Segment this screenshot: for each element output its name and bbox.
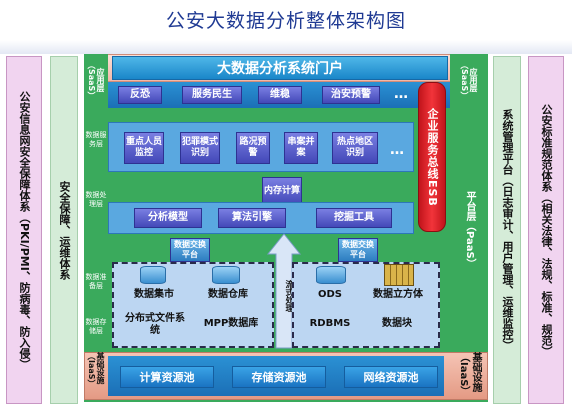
security-system-label: 公安信息网安全保障体系（PKI/PMI、防病毒、防入侵） [18,90,31,370]
storage-mpp: MPP数据库 [203,318,259,329]
service-road-alert[interactable]: 路况预警 [236,132,270,164]
service-hotspot[interactable]: 热点地区识别 [332,132,378,164]
storage-block: 数据块 [382,318,412,329]
ods-icon [316,266,346,284]
infra-storage[interactable]: 存储资源池 [232,366,326,388]
storage-left-box [112,262,274,348]
esb-column: 企业服务总线ESB [418,82,446,232]
memory-compute[interactable]: 内存计算 [262,177,302,205]
app-counter-terror[interactable]: 反恐 [118,86,162,104]
cube-icon [384,264,414,286]
exchange-left[interactable]: 数据交换平台 [170,238,210,262]
ops-label: 安全保障、运维体系 [58,180,71,280]
process-engine[interactable]: 算法引擎 [218,208,286,228]
standards-label: 公安标准规范体系（相关法律、法规、标准、规范） [540,103,553,357]
standards-panel: 公安标准规范体系（相关法律、法规、标准、规范） [528,56,564,404]
platform-layer-tag: 平台层（PaaS） [450,108,488,352]
service-key-person[interactable]: 重点人员监控 [124,132,164,164]
service-case-merge[interactable]: 串案并案 [284,132,318,164]
app-layer-right-tag: 应用层（SaaS） [450,54,488,106]
storage-dfs: 分布式文件系统 [125,313,185,336]
data-warehouse-icon [212,266,240,284]
process-model[interactable]: 分析模型 [134,208,202,228]
infra-left-tag: 基础设施（IaaS） [87,352,105,388]
app-stability[interactable]: 维稳 [258,86,302,104]
data-process-layer-tag: 数据处理层 [84,172,108,228]
storage-right-box [292,262,440,348]
app-security-alert[interactable]: 治安预警 [322,86,380,104]
service-more: … [390,142,404,158]
mgmt-label: 系统管理平台（日志审计、用户管理、运维监控） [501,109,514,351]
portal-title: 大数据分析系统门户 [112,56,448,80]
storage-cube: 数据立方体 [373,289,423,300]
infra-network[interactable]: 网络资源池 [344,366,438,388]
service-crime-pattern[interactable]: 犯罪模式识别 [180,132,220,164]
storage-data-warehouse: 数据仓库 [208,289,248,300]
title-band [0,40,572,54]
ops-panel: 安全保障、运维体系 [50,56,78,404]
data-mart-icon [140,266,166,284]
process-mining[interactable]: 挖掘工具 [316,208,392,228]
storage-rdbms: RDBMS [309,318,351,329]
storage-data-mart: 数据集市 [134,289,174,300]
infra-compute[interactable]: 计算资源池 [120,366,214,388]
page-title: 公安大数据分析整体架构图 [165,10,406,32]
data-prep-layer-tag: 数据准备层 [84,260,108,304]
data-service-layer-tag: 数据服务层 [84,110,108,170]
exchange-right[interactable]: 数据交换平台 [338,238,378,262]
app-layer-left-tag: 应用层（SaaS） [84,54,108,106]
app-public-service[interactable]: 服务民生 [182,86,242,104]
mgmt-panel: 系统管理平台（日志审计、用户管理、运维监控） [493,56,521,404]
data-storage-layer-tag: 数据存储层 [84,306,108,348]
stream-label: 流式处理 [285,280,294,312]
storage-ods: ODS [317,289,342,300]
security-system-panel: 公安信息网安全保障体系（PKI/PMI、防病毒、防入侵） [6,56,42,404]
infra-right-tag: 基础设施（IaaS） [458,352,481,397]
app-more: … [394,86,408,102]
